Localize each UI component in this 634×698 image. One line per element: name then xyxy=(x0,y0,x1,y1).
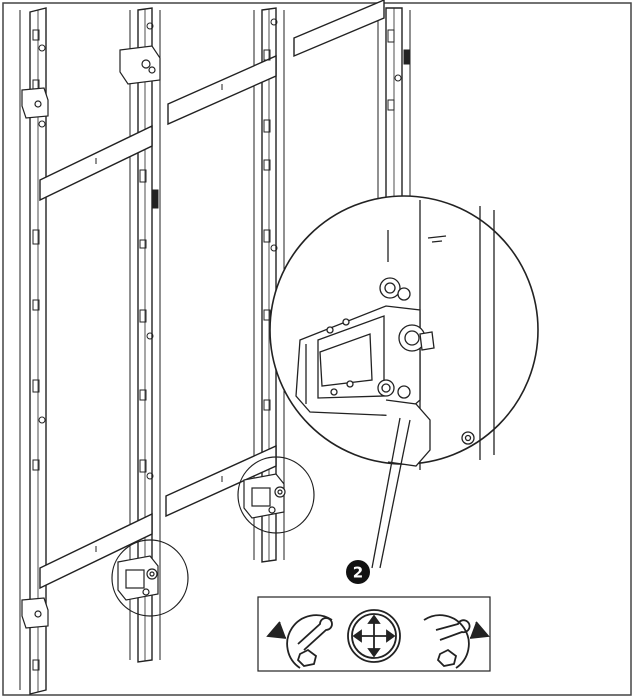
rotate-clockwise-wrench-icon xyxy=(423,614,490,669)
step-badge: 2 xyxy=(346,560,370,584)
bracket-callout-lower-middle xyxy=(237,456,315,534)
rail-details xyxy=(32,18,411,671)
cross-braces xyxy=(39,0,385,590)
step-number: 2 xyxy=(353,564,363,582)
top-brackets xyxy=(21,45,161,629)
adjustment-icons-panel xyxy=(257,596,491,672)
move-arrows-icon xyxy=(347,609,401,663)
magnified-detail xyxy=(269,195,539,569)
brace-upper-right xyxy=(293,0,385,58)
rotate-counterclockwise-wrench-icon xyxy=(266,614,333,669)
bracket-callout-lower-left xyxy=(111,539,189,617)
brace-lower-middle xyxy=(165,444,277,518)
